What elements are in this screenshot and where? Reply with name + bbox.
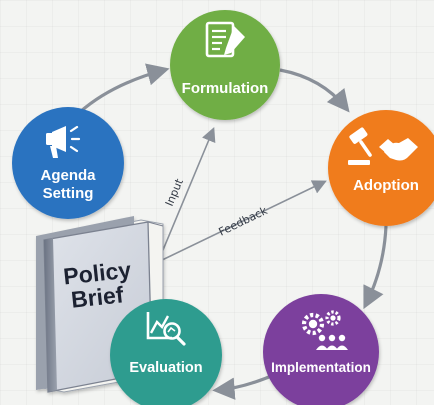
node-formulation: Formulation: [170, 10, 280, 120]
edge-label-feedback: Feedback: [217, 204, 270, 239]
node-adoption-label: Adoption: [353, 177, 419, 194]
node-evaluation-label: Evaluation: [129, 360, 202, 376]
node-implementation-label: Implementation: [271, 360, 371, 375]
brief-links: Input Feedback: [157, 127, 327, 263]
gavel-handshake-icon: [348, 127, 418, 165]
node-formulation-circle: [170, 10, 280, 120]
node-adoption-circle: [328, 110, 434, 226]
policy-brief-title-line2: Brief: [70, 281, 125, 312]
node-agenda-setting-label-line2: Setting: [43, 185, 94, 202]
book-spine: [44, 238, 57, 392]
arrow-adoption-to-implementation: [363, 225, 388, 310]
node-agenda-setting: Agenda Setting: [12, 107, 124, 219]
node-adoption: Adoption: [328, 110, 434, 226]
arrow-implementation-to-evaluation: [212, 372, 277, 400]
node-agenda-setting-label-line1: Agenda: [40, 167, 96, 184]
node-implementation: Implementation: [263, 294, 379, 405]
chart-magnifier-icon: [146, 312, 186, 346]
gears-team-icon: [301, 310, 348, 350]
node-evaluation: Evaluation: [110, 299, 222, 405]
document-pen-icon: [205, 21, 245, 58]
arrow-agenda-to-formulation: [78, 63, 170, 114]
node-formulation-label: Formulation: [182, 80, 269, 97]
arrow-feedback: [157, 180, 327, 263]
arrow-input: [157, 127, 216, 263]
node-evaluation-circle: [110, 299, 222, 405]
megaphone-icon: [46, 125, 81, 158]
arrow-formulation-to-adoption: [279, 68, 350, 113]
node-agenda-setting-circle: [12, 107, 124, 219]
